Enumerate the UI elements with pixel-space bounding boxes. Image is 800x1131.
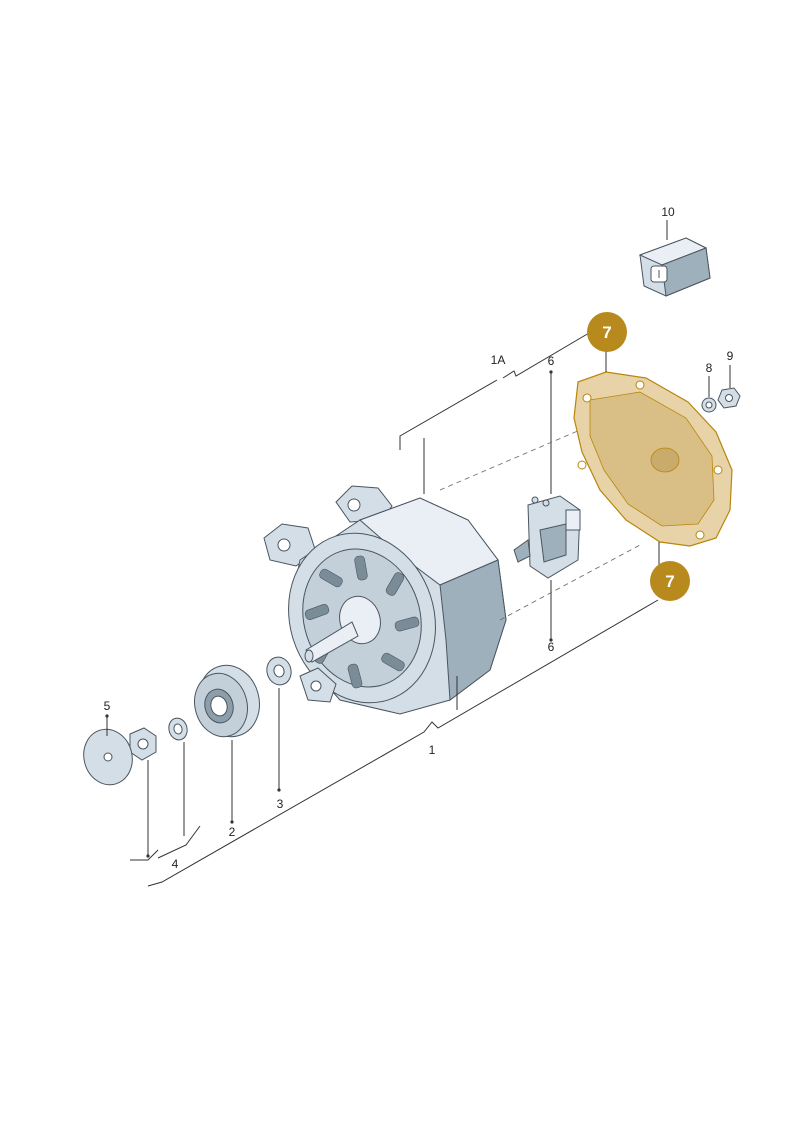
badge-7-bottom-text: 7	[665, 572, 674, 591]
label-8: 8	[706, 361, 713, 375]
label-6-top: 6	[548, 354, 555, 368]
nut-part-8	[701, 397, 717, 413]
rear-cover-part-highlighted	[573, 371, 733, 547]
label-9: 9	[727, 349, 734, 363]
pulley-part	[194, 664, 260, 738]
washer-part	[266, 656, 292, 686]
protective-cap-part	[83, 728, 133, 786]
pulley-nut-part	[129, 727, 157, 761]
nut-part-9	[717, 387, 741, 409]
pulley-washer-part	[168, 717, 188, 741]
label-1a: 1A	[491, 353, 506, 367]
voltage-regulator-part	[513, 495, 581, 579]
label-3: 3	[277, 797, 284, 811]
label-2: 2	[229, 825, 236, 839]
label-6-bottom: 6	[548, 640, 555, 654]
alternator-body-part	[263, 485, 507, 715]
label-1: 1	[429, 743, 436, 757]
label-10: 10	[661, 205, 675, 219]
badge-7-top-text: 7	[602, 323, 611, 342]
badge-7-top[interactable]: 7	[587, 312, 627, 352]
badge-7-bottom[interactable]: 7	[650, 561, 690, 601]
label-5: 5	[104, 699, 111, 713]
label-4: 4	[172, 857, 179, 871]
connector-plug-part	[638, 237, 711, 297]
